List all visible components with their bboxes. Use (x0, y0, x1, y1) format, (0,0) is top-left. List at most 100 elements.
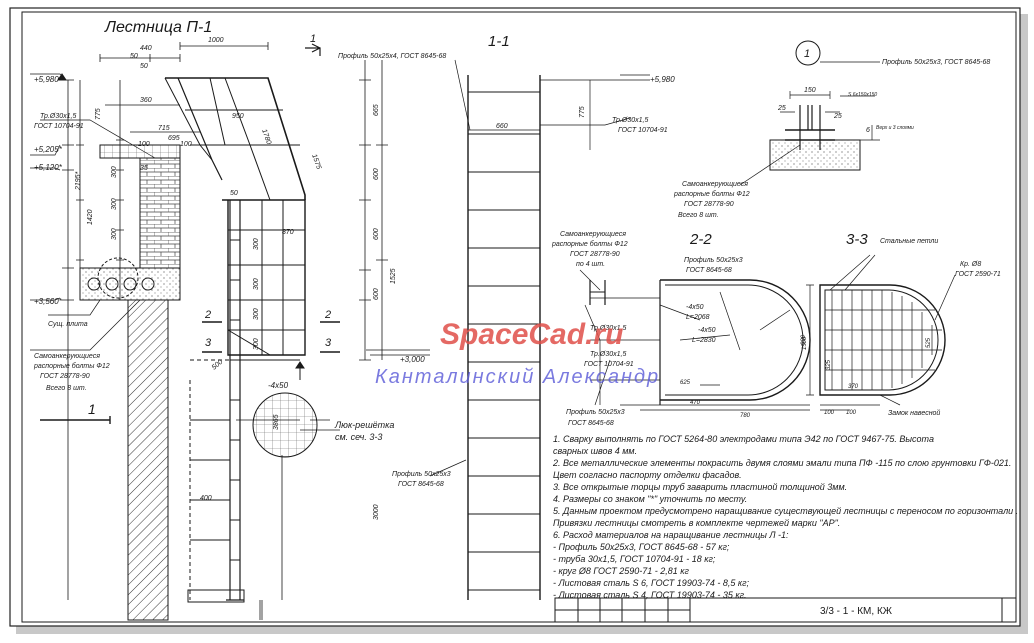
svg-text:25: 25 (833, 113, 842, 120)
svg-text:775: 775 (579, 106, 586, 118)
svg-text:695: 695 (168, 135, 180, 142)
svg-text:3-3: 3-3 (846, 231, 868, 248)
svg-text:625: 625 (680, 380, 691, 386)
svg-text:Сущ. плита: Сущ. плита (48, 321, 88, 328)
svg-text:Самоанкерующиеся: Самоанкерующиеся (34, 353, 100, 360)
note-line: 2. Все металлические элементы покрасить … (552, 458, 1011, 468)
node-1-detail (739, 40, 880, 186)
svg-text:50: 50 (140, 63, 148, 70)
svg-text:Профиль 50х25х3: Профиль 50х25х3 (684, 257, 743, 264)
svg-text:Тр.Ø30х1,5: Тр.Ø30х1,5 (590, 351, 626, 358)
svg-text:Люк-решётка: Люк-решётка (334, 420, 394, 430)
svg-text:100: 100 (824, 410, 835, 416)
svg-text:100: 100 (180, 141, 192, 148)
svg-text:Всего 8 шт.: Всего 8 шт. (678, 212, 719, 219)
svg-text:525: 525 (926, 337, 932, 348)
note-line: 6. Расход материалов на наращивание лест… (553, 530, 789, 540)
svg-text:Профиль 50х25х3: Профиль 50х25х3 (392, 471, 451, 478)
svg-text:50: 50 (130, 53, 138, 60)
svg-text:ГОСТ 8645-68: ГОСТ 8645-68 (568, 420, 614, 427)
svg-text:ГОСТ 10704-91: ГОСТ 10704-91 (618, 127, 668, 134)
svg-text:Кр. Ø8: Кр. Ø8 (960, 261, 981, 268)
svg-text:1: 1 (804, 48, 810, 60)
svg-text:150: 150 (804, 87, 816, 94)
svg-text:Стальные петли: Стальные петли (880, 238, 938, 245)
section-1-1 (429, 59, 650, 600)
svg-text:3: 3 (325, 337, 332, 349)
svg-text:Тр.Ø30х1,5: Тр.Ø30х1,5 (40, 113, 76, 120)
note-line: Цвет согласно паспорту отделки фасадов. (553, 470, 742, 480)
svg-text:1: 1 (88, 401, 96, 417)
svg-text:распорные болты Ф12: распорные болты Ф12 (673, 190, 750, 198)
svg-text:Самоанкерующиеся: Самоанкерующиеся (560, 231, 626, 238)
svg-text:950: 950 (232, 113, 244, 120)
note-line: 1. Сварку выполнять по ГОСТ 5264-80 элек… (553, 434, 934, 444)
title-block (554, 597, 1017, 623)
svg-text:600: 600 (373, 288, 380, 300)
svg-text:-4x50: -4x50 (268, 381, 289, 390)
svg-text:35: 35 (140, 165, 148, 172)
svg-text:400: 400 (200, 495, 212, 502)
svg-text:300: 300 (253, 278, 260, 290)
svg-text:распорные болты Ф12: распорные болты Ф12 (551, 240, 628, 248)
note-line: Привязки лестницы смотреть в комплекте ч… (553, 518, 840, 528)
svg-text:Тр.Ø30х1,5: Тр.Ø30х1,5 (590, 325, 626, 332)
note-line: 3. Все открытые торцы труб заварить плас… (553, 482, 847, 492)
svg-text:300: 300 (253, 238, 260, 250)
section-1-1-labels: 1-1 660 775 +5,980 Тр.Ø30х1,5 ГОСТ 10704… (392, 33, 675, 488)
svg-text:300: 300 (111, 228, 118, 240)
svg-text:Самоанкерующиеся: Самоанкерующиеся (682, 181, 748, 188)
svg-text:-4x50: -4x50 (698, 327, 716, 334)
note-line: 4. Размеры со знаком "*" уточнить по мес… (553, 494, 747, 504)
level-5120: +5,120* (34, 163, 63, 172)
svg-text:300: 300 (111, 198, 118, 210)
svg-text:780: 780 (740, 413, 751, 419)
svg-text:325: 325 (826, 359, 832, 370)
svg-text:ГОСТ 10704-91: ГОСТ 10704-91 (584, 361, 634, 368)
level-5205: +5,205* (34, 145, 63, 154)
svg-text:+5,980: +5,980 (650, 75, 675, 84)
svg-text:300: 300 (253, 338, 260, 350)
svg-text:Всего 8 шт.: Всего 8 шт. (46, 385, 87, 392)
svg-text:Тр.Ø30х1,5: Тр.Ø30х1,5 (612, 117, 648, 124)
svg-text:Профиль 50х25х3: Профиль 50х25х3 (566, 409, 625, 416)
note-line: - Листовая сталь S 6, ГОСТ 19903-74 - 8,… (553, 578, 750, 588)
stair-title: Лестница П-1 (104, 19, 212, 36)
svg-text:870: 870 (282, 229, 294, 236)
hatch-grid-circle (252, 392, 318, 458)
node-1-labels: 1 Профиль 50х25х3, ГОСТ 8645-68 S 6х150х… (673, 48, 990, 219)
svg-text:2195*: 2195* (75, 171, 82, 191)
svg-text:1575: 1575 (310, 153, 322, 170)
level-5980: +5,980 (34, 75, 59, 84)
stair-labels: Лестница П-1 1 1 2 2 3 3 +5,980 +5,205* … (33, 19, 446, 520)
svg-text:S 6х150х150: S 6х150х150 (848, 92, 877, 98)
svg-text:360: 360 (140, 97, 152, 104)
svg-text:ГОСТ 28778-90: ГОСТ 28778-90 (570, 251, 620, 258)
svg-text:1420: 1420 (87, 209, 94, 225)
svg-text:см. сеч. 3-3: см. сеч. 3-3 (335, 432, 382, 442)
watermark-brand: SpaceCad.ru (440, 318, 623, 351)
svg-text:1525: 1525 (390, 268, 397, 284)
note-line: - круг Ø8 ГОСТ 2590-71 - 2,81 кг (553, 566, 689, 576)
svg-text:1780: 1780 (260, 128, 272, 145)
hatched-wall (127, 299, 169, 621)
section-3-3 (806, 254, 956, 411)
note-line: 5. Данным проектом предусмотрено наращив… (553, 506, 1018, 516)
svg-text:1-1: 1-1 (488, 33, 510, 50)
svg-text:1000: 1000 (208, 37, 224, 44)
note-line: - Листовая сталь S 4, ГОСТ 19903-74 - 35… (553, 590, 747, 600)
svg-text:2: 2 (204, 309, 211, 321)
svg-text:100: 100 (846, 410, 857, 416)
svg-text:370: 370 (848, 384, 859, 390)
svg-text:2-2: 2-2 (689, 231, 712, 248)
svg-text:665: 665 (373, 104, 380, 116)
svg-text:6: 6 (866, 127, 870, 134)
note-line: сварных швов 4 мм. (553, 446, 637, 456)
svg-text:600: 600 (373, 228, 380, 240)
stair-elevation-view (30, 42, 430, 621)
svg-text:ГОСТ 8645-68: ГОСТ 8645-68 (398, 481, 444, 488)
svg-text:ГОСТ 28778-90: ГОСТ 28778-90 (40, 373, 90, 380)
svg-text:2: 2 (324, 309, 331, 321)
